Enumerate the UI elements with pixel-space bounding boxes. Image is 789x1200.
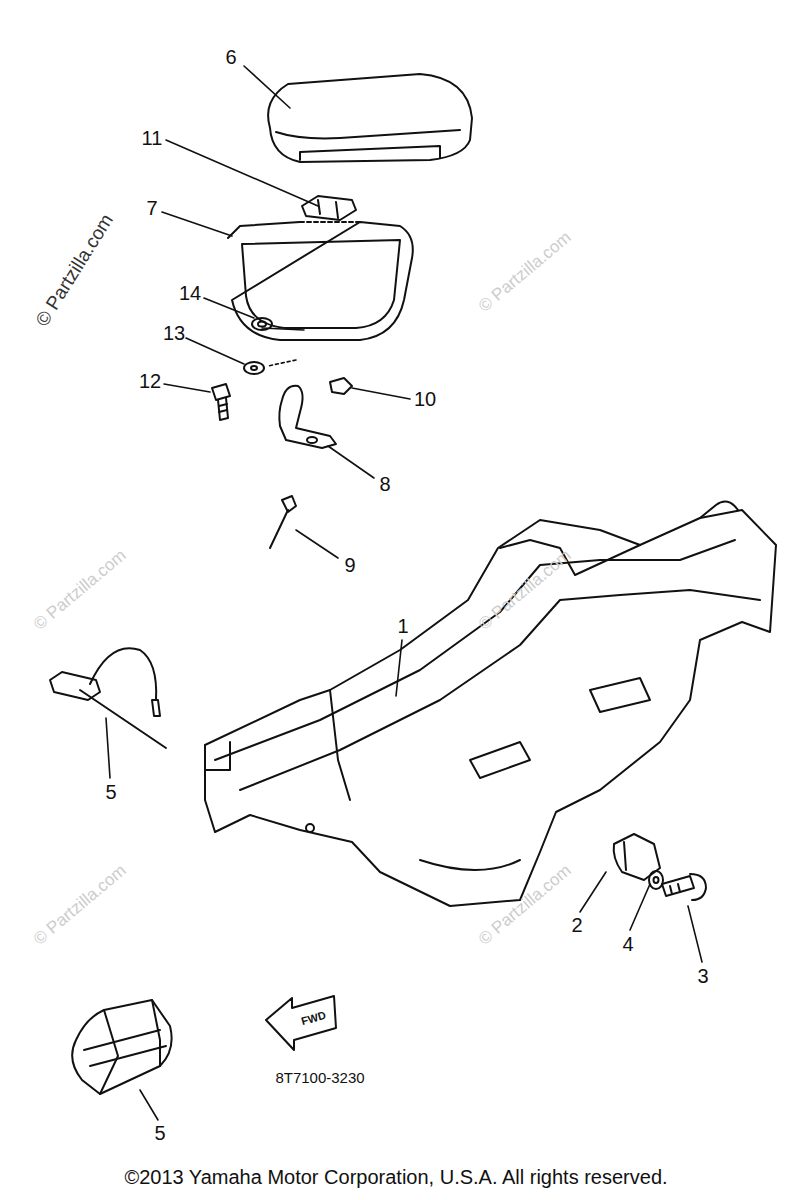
watermark: © Partzilla.com xyxy=(475,546,575,634)
watermark: © Partzilla.com xyxy=(32,210,118,330)
copyright-notice: ©2013 Yamaha Motor Corporation, U.S.A. A… xyxy=(124,1166,667,1188)
callout-number: 7 xyxy=(146,197,157,219)
callout-number: 9 xyxy=(344,554,355,576)
watermark: © Partzilla.com xyxy=(30,546,130,634)
watermark: © Partzilla.com xyxy=(475,861,575,949)
callout-number: 8 xyxy=(379,473,390,495)
callout-number: 13 xyxy=(163,322,185,344)
leader-lines xyxy=(106,66,702,1120)
callout-number: 3 xyxy=(697,965,708,987)
callout-number: 1 xyxy=(397,615,408,637)
callout-number: 12 xyxy=(139,370,161,392)
watermark: © Partzilla.com xyxy=(475,228,575,316)
direction-label: FWD xyxy=(300,1009,327,1028)
callout-number: 10 xyxy=(414,388,436,410)
callout-number: 5 xyxy=(154,1122,165,1144)
drawing-code: 8T7100-3230 xyxy=(275,1070,364,1087)
callout-number: 5 xyxy=(105,781,116,803)
callout-number: 6 xyxy=(225,46,236,68)
callout-number: 4 xyxy=(622,933,633,955)
callout-number: 2 xyxy=(571,914,582,936)
callout-number: 14 xyxy=(179,282,201,304)
watermark: © Partzilla.com xyxy=(30,861,130,949)
callout-number: 11 xyxy=(142,127,163,149)
